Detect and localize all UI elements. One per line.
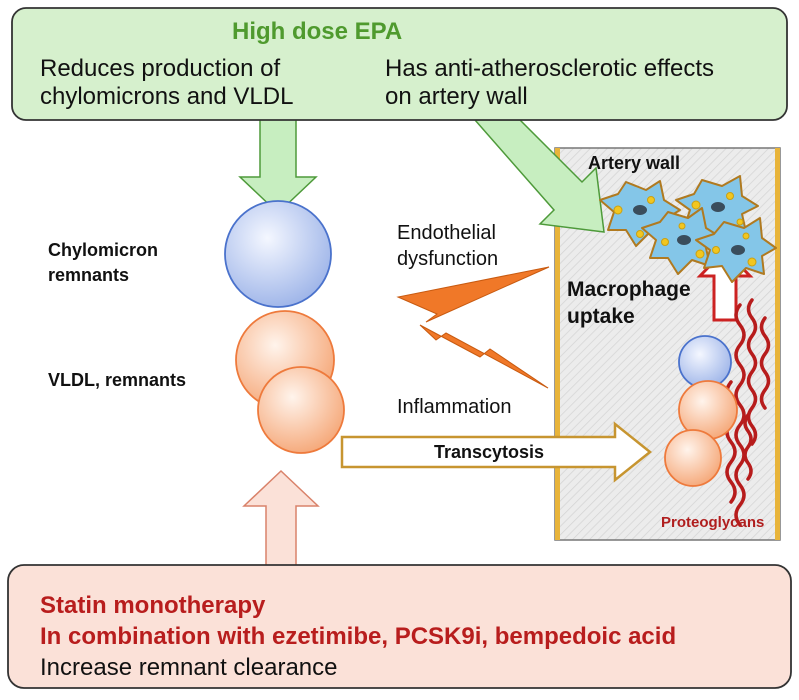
transcytosis-label: Transcytosis	[434, 442, 545, 462]
vldl-label: VLDL, remnants	[48, 370, 187, 390]
artery-vldl-particle-front	[664, 429, 722, 487]
vldl-particle-front	[257, 366, 345, 454]
statin-line-2: In combination with ezetimibe, PCSK9i, b…	[40, 623, 677, 650]
epa-down-arrow	[238, 117, 318, 215]
statin-box	[7, 564, 792, 689]
lightning-bolt-upper	[396, 266, 550, 323]
statin-line-1: Statin monotherapy	[40, 592, 266, 619]
epa-title: High dose EPA	[232, 18, 403, 45]
endothelial-label: Endothelial dysfunction	[397, 222, 499, 270]
epa-box	[11, 7, 788, 121]
macrophage-uptake-label: Macrophage uptake	[567, 278, 691, 328]
cell-nuclei	[633, 202, 745, 255]
statin-line-3: Increase remnant clearance	[40, 654, 338, 681]
artery-chylomicron-particle	[678, 335, 732, 389]
proteoglycans-label: Proteoglycans	[661, 514, 765, 531]
epa-right-text: Has anti-atherosclerotic effects on arte…	[385, 55, 715, 110]
inflammation-label: Inflammation	[397, 396, 512, 418]
chylomicron-particle	[224, 200, 332, 308]
lightning-bolt-lower	[419, 324, 549, 389]
artery-wall-title: Artery wall	[588, 153, 681, 173]
chylomicron-label: Chylomicron remnants	[48, 240, 159, 285]
transcytosis-arrow	[340, 421, 653, 483]
lipid-droplets	[613, 192, 757, 267]
epa-left-text: Reduces production of chylomicrons and V…	[40, 55, 294, 110]
